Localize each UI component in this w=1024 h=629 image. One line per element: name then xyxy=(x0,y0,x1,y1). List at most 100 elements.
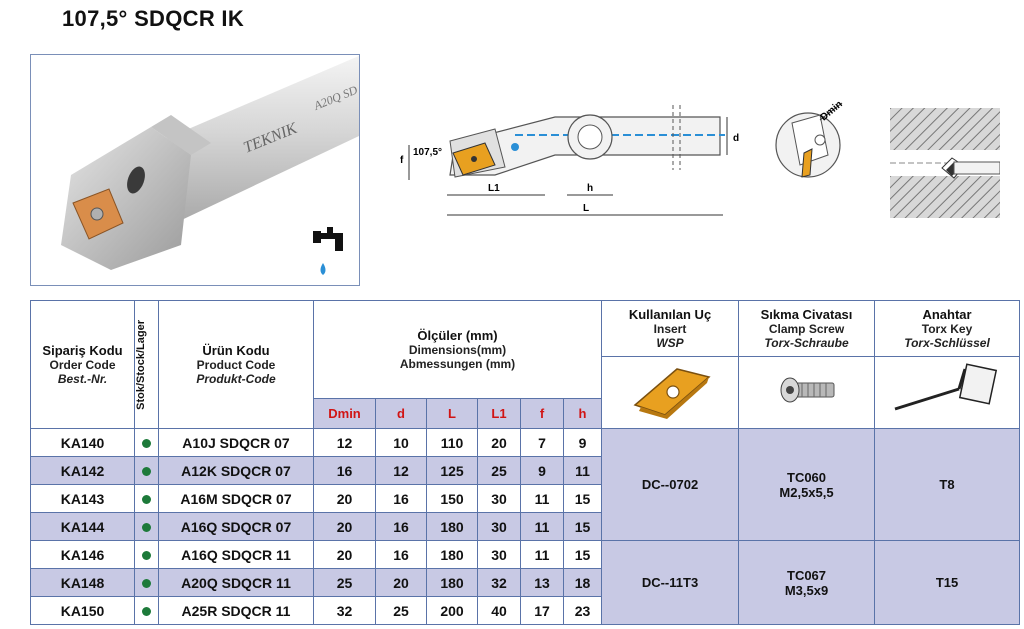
dim-header-h: h xyxy=(562,398,603,429)
product-photo: TEKNIK A20Q SD xyxy=(30,54,360,286)
angle-label: 107,5° xyxy=(413,147,442,158)
table-row: KA150 A25R SDQCR 11 32 25 200 40 17 23 xyxy=(30,596,1020,625)
dim-h: 15 xyxy=(562,484,603,513)
dim-h: 9 xyxy=(562,428,603,457)
stock-indicator xyxy=(134,428,159,457)
stock-indicator xyxy=(134,456,159,485)
coolant-tap-icon xyxy=(313,227,343,275)
product-code: A25R SDQCR 11 xyxy=(158,596,314,625)
dim-f: 9 xyxy=(520,456,564,485)
dim-l: 150 xyxy=(426,484,478,513)
dim-d: 16 xyxy=(375,512,427,541)
dim-l1: 25 xyxy=(477,456,521,485)
table-row: KA146 A16Q SDQCR 11 20 16 180 30 11 15 D… xyxy=(30,540,1021,625)
dim-l1: 30 xyxy=(477,540,521,569)
torx-key-code: T15 xyxy=(874,540,1021,625)
order-code: KA143 xyxy=(30,484,135,513)
dim-header-l1: L1 xyxy=(477,398,521,429)
product-code: A16Q SDQCR 11 xyxy=(158,540,314,569)
header-dimensions: Ölçüler (mm) Dimensions(mm) Abmessungen … xyxy=(312,300,603,399)
bore-section-drawing xyxy=(890,108,1000,218)
order-code: KA140 xyxy=(30,428,135,457)
dim-dmin: 16 xyxy=(313,456,376,485)
stock-indicator xyxy=(134,512,159,541)
stock-indicator xyxy=(134,596,159,625)
torx-key-image xyxy=(874,356,1021,429)
dim-header-d: d xyxy=(375,398,427,429)
page-title: 107,5° SDQCR IK xyxy=(62,6,245,31)
clamp-screw-image xyxy=(738,356,876,429)
dim-h: 15 xyxy=(562,512,603,541)
header-torx-key: Anahtar Torx Key Torx-Schlüssel xyxy=(874,300,1021,357)
dim-f: 17 xyxy=(520,596,564,625)
dim-f: 11 xyxy=(520,540,564,569)
dim-h: 23 xyxy=(562,596,603,625)
order-code: KA148 xyxy=(30,568,135,597)
dim-l: 180 xyxy=(426,568,478,597)
header-stock: Stok/Stock/Lager xyxy=(134,300,159,429)
dim-l: 200 xyxy=(426,596,478,625)
insert-icon xyxy=(633,368,711,419)
dim-dmin: 32 xyxy=(313,596,376,625)
order-code: KA144 xyxy=(30,512,135,541)
header-product-code: Ürün Kodu Product Code Produkt-Code xyxy=(158,300,314,429)
dim-header-f: f xyxy=(520,398,564,429)
dim-d: 25 xyxy=(375,596,427,625)
header-order-code: Sipariş Kodu Order Code Best.-Nr. xyxy=(30,300,135,429)
d-label: d xyxy=(733,133,739,144)
stock-indicator xyxy=(134,484,159,513)
dim-l1: 30 xyxy=(477,484,521,513)
dim-header-dmin: Dmin xyxy=(313,398,376,429)
header-insert: Kullanılan Uç Insert WSP xyxy=(601,300,740,357)
torx-key-icon xyxy=(894,363,998,411)
dim-f: 11 xyxy=(520,484,564,513)
table-row: KA140 A10J SDQCR 07 12 10 110 20 7 9 DC-… xyxy=(30,428,1021,541)
L-label: L xyxy=(583,203,589,214)
table-row: KA142 A12K SDQCR 07 16 12 125 25 9 11 xyxy=(30,456,1020,485)
product-code: A10J SDQCR 07 xyxy=(158,428,314,457)
dim-header-l: L xyxy=(426,398,478,429)
product-code: A16Q SDQCR 07 xyxy=(158,512,314,541)
order-code: KA150 xyxy=(30,596,135,625)
dim-l1: 32 xyxy=(477,568,521,597)
h-label: h xyxy=(587,183,593,194)
dim-dmin: 20 xyxy=(313,512,376,541)
dim-f: 11 xyxy=(520,512,564,541)
dim-l: 180 xyxy=(426,512,478,541)
insert-image xyxy=(601,356,740,429)
end-view-drawing: Dmin xyxy=(775,99,845,178)
table-row: KA143 A16M SDQCR 07 20 16 150 30 11 15 xyxy=(30,484,1020,513)
clamp-screw-code: TC060 M2,5x5,5 xyxy=(738,428,876,541)
dim-dmin: 25 xyxy=(313,568,376,597)
insert-code: DC--11T3 xyxy=(601,540,740,625)
f-label: f xyxy=(400,155,404,166)
dim-d: 12 xyxy=(375,456,427,485)
dimension-drawing: 107,5° f d L1 h L xyxy=(400,105,739,216)
dim-d: 16 xyxy=(375,484,427,513)
product-code: A16M SDQCR 07 xyxy=(158,484,314,513)
dim-l: 125 xyxy=(426,456,478,485)
dmin-label: Dmin xyxy=(818,99,844,123)
dim-dmin: 20 xyxy=(313,484,376,513)
dim-l1: 30 xyxy=(477,512,521,541)
header-clamp-screw: Sıkma Civatası Clamp Screw Torx-Schraube xyxy=(738,300,876,357)
spec-table: Sipariş Kodu Order Code Best.-Nr. Stok/S… xyxy=(30,300,1021,625)
dim-dmin: 20 xyxy=(313,540,376,569)
dim-d: 20 xyxy=(375,568,427,597)
order-code: KA146 xyxy=(30,540,135,569)
dim-d: 10 xyxy=(375,428,427,457)
dim-l1: 40 xyxy=(477,596,521,625)
dim-l: 110 xyxy=(426,428,478,457)
dim-h: 11 xyxy=(562,456,603,485)
product-code: A20Q SDQCR 11 xyxy=(158,568,314,597)
order-code: KA142 xyxy=(30,456,135,485)
table-row: KA148 A20Q SDQCR 11 25 20 180 32 13 18 xyxy=(30,568,1020,597)
screw-icon xyxy=(780,377,835,403)
stock-indicator xyxy=(134,540,159,569)
dim-dmin: 12 xyxy=(313,428,376,457)
torx-key-code: T8 xyxy=(874,428,1021,541)
dim-l1: 20 xyxy=(477,428,521,457)
clamp-screw-code: TC067 M3,5x9 xyxy=(738,540,876,625)
product-code: A12K SDQCR 07 xyxy=(158,456,314,485)
dim-f: 13 xyxy=(520,568,564,597)
